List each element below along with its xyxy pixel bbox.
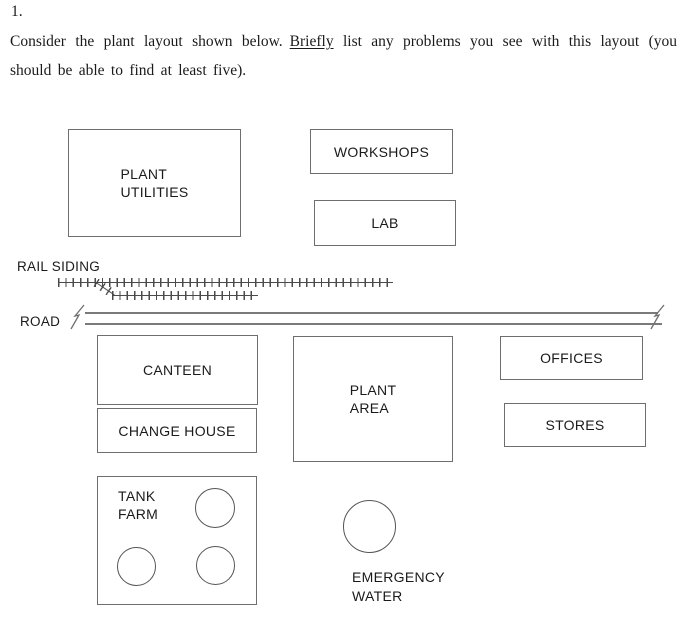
- question-line1-pre: Consider the plant layout shown below.: [10, 33, 283, 50]
- emergency-water-label: EMERGENCY WATER: [352, 569, 445, 604]
- road-label: ROAD: [20, 314, 61, 329]
- change-house-label: CHANGE HOUSE: [118, 422, 236, 439]
- question-line-2: should be able to find at least five).: [10, 62, 247, 79]
- stores-box: STORES: [504, 403, 646, 447]
- workshops-box: WORKSHOPS: [310, 129, 453, 174]
- tank-farm-box: TANK FARM: [97, 476, 257, 605]
- storage-tank-circle: [195, 488, 235, 528]
- rail-track-branch: [112, 291, 258, 300]
- lab-label: LAB: [371, 215, 399, 231]
- offices-label: OFFICES: [540, 350, 603, 366]
- plant-area-label: PLANT AREA: [349, 382, 397, 416]
- canteen-box: CANTEEN: [97, 335, 258, 405]
- road-break-mark-right: [650, 304, 665, 330]
- storage-tank-circle: [196, 546, 235, 585]
- question-line1-post: list any problems you see with this layo…: [342, 33, 678, 50]
- canteen-label: CANTEEN: [143, 362, 212, 378]
- road-break-mark-left: [70, 304, 85, 330]
- road-edge-top: [85, 312, 658, 314]
- stores-label: STORES: [545, 417, 605, 433]
- tank-farm-label: TANK FARM: [118, 488, 159, 522]
- plant-utilities-box: PLANT UTILITIES: [68, 129, 241, 237]
- lab-box: LAB: [314, 200, 456, 246]
- rail-siding-label: RAIL SIDING: [17, 259, 101, 274]
- offices-box: OFFICES: [500, 336, 643, 380]
- plant-utilities-label: PLANT UTILITIES: [120, 166, 189, 200]
- question-line-1: Consider the plant layout shown below. Br…: [10, 27, 677, 56]
- question-line1-underlined-word: Briefly: [289, 33, 334, 50]
- emergency-water-circle: [343, 500, 396, 553]
- question-text: Consider the plant layout shown below. Br…: [10, 27, 677, 85]
- road-edge-bottom: [85, 323, 662, 325]
- rail-track-main: [58, 278, 393, 287]
- storage-tank-circle: [117, 547, 156, 586]
- question-number: 1.: [11, 3, 23, 20]
- workshops-label: WORKSHOPS: [333, 143, 430, 160]
- change-house-box: CHANGE HOUSE: [97, 408, 257, 453]
- plant-area-box: PLANT AREA: [293, 336, 453, 462]
